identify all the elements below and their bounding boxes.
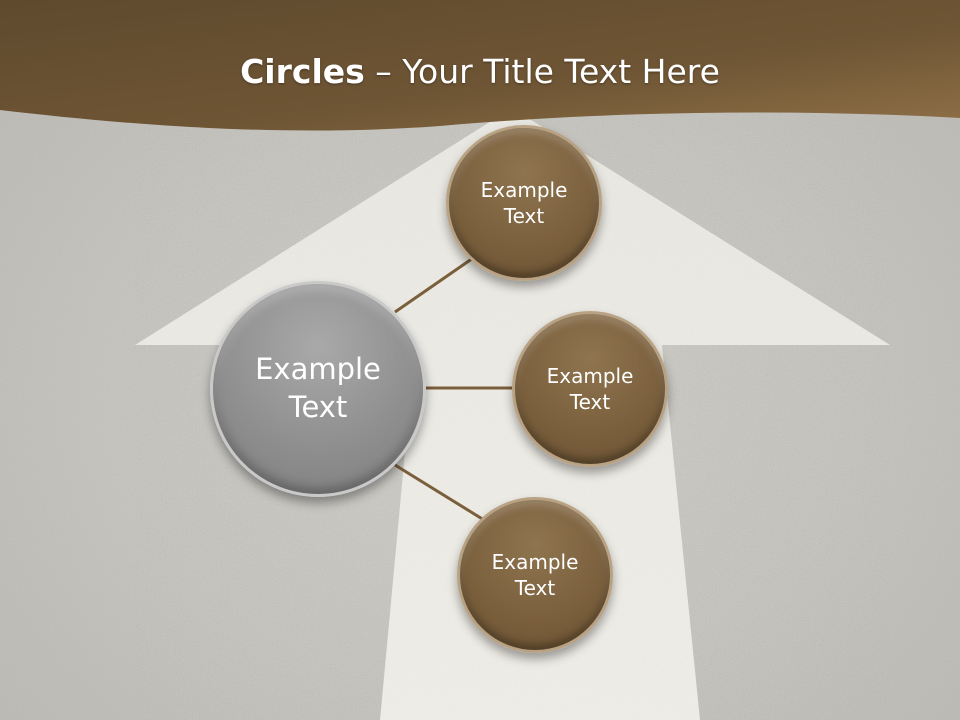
title-bold: Circles: [240, 52, 365, 91]
satellite-line2: Text: [569, 390, 611, 414]
satellite-line1: Example: [491, 550, 579, 574]
connector-top: [394, 254, 477, 314]
page-title: Circles – Your Title Text Here: [0, 52, 960, 91]
connector-bottom: [394, 463, 485, 522]
main-circle-line2: Text: [288, 390, 348, 424]
satellite-circle-bottom[interactable]: Example Text: [457, 497, 613, 653]
main-circle[interactable]: Example Text: [210, 281, 426, 497]
main-circle-line1: Example: [255, 352, 381, 387]
satellite-circle-middle[interactable]: Example Text: [512, 311, 668, 467]
satellite-line2: Text: [514, 576, 556, 600]
satellite-line1: Example: [546, 364, 634, 388]
title-banner: [0, 0, 960, 131]
satellite-line2: Text: [503, 204, 545, 228]
satellite-circle-top[interactable]: Example Text: [446, 125, 602, 281]
satellite-line1: Example: [480, 178, 568, 202]
title-rest: – Your Title Text Here: [364, 52, 720, 91]
